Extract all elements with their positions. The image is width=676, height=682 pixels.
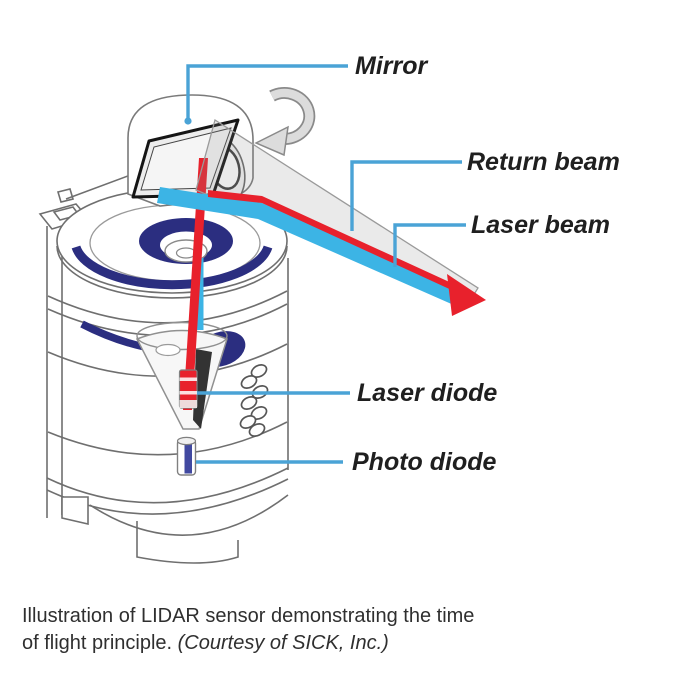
caption-line2: of flight principle. <box>22 632 178 654</box>
mirror-leader-dot <box>184 117 192 125</box>
laser-beam-leader <box>393 223 466 267</box>
center-foot <box>136 521 239 564</box>
laser-beam-label: Laser beam <box>471 211 610 239</box>
mirror-label: Mirror <box>355 52 428 80</box>
cone-shadow <box>193 349 212 429</box>
beam-diagonal <box>157 118 486 316</box>
antenna-base <box>56 188 75 203</box>
left-foot <box>61 496 89 526</box>
beam-arrowhead <box>447 274 486 316</box>
mirror-leader <box>186 64 348 120</box>
laser-diode <box>178 369 198 409</box>
cable-coil <box>239 364 269 437</box>
return-beam-leader <box>350 160 462 231</box>
laser-diode-label: Laser diode <box>357 379 498 407</box>
rotation-arrow-icon <box>254 87 316 157</box>
laser-beam-band <box>157 187 461 306</box>
return-beam-label: Return beam <box>467 148 620 176</box>
laser-column <box>183 158 208 410</box>
caption-credit: (Courtesy of SICK, Inc.) <box>177 632 389 654</box>
laser-shapes <box>183 158 208 410</box>
photo-diode-label: Photo diode <box>352 448 497 476</box>
figure-caption: Illustration of LIDAR sensor demonstrati… <box>22 603 662 657</box>
caption-line1: Illustration of LIDAR sensor demonstrati… <box>22 605 475 627</box>
leader-lines <box>184 64 466 464</box>
photo-diode-stripe <box>184 441 192 474</box>
photo-diode <box>176 436 197 476</box>
large-navy-ring <box>71 245 273 290</box>
